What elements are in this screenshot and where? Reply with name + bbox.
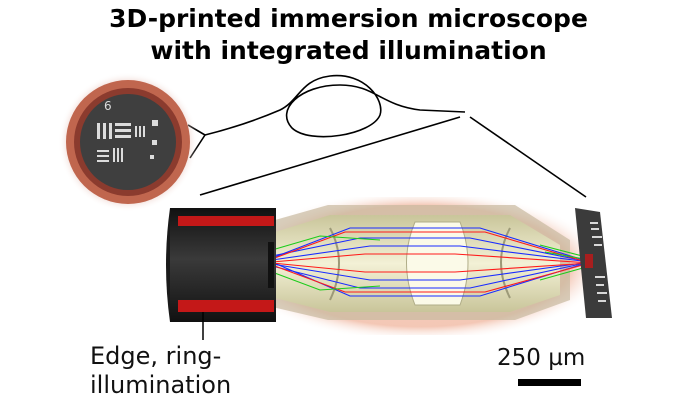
lens-assembly-icon: [268, 205, 570, 320]
edge-ring-label-line-1: Edge, ring-: [90, 342, 222, 370]
title-line-2: with integrated illumination: [150, 36, 547, 65]
fiber-loop-icon: [187, 74, 587, 198]
scale-bar: [518, 379, 581, 386]
fiber-ferrule-icon: [166, 208, 276, 340]
target-end-view-icon: 6: [58, 72, 198, 212]
svg-text:6: 6: [104, 99, 112, 113]
title-line-1: 3D-printed immersion microscope: [109, 4, 588, 33]
resolution-target-icon: [575, 208, 612, 318]
scale-bar-label: 250 µm: [497, 345, 586, 371]
edge-ring-label-line-2: illumination: [90, 371, 232, 399]
light-rays: [271, 227, 591, 297]
